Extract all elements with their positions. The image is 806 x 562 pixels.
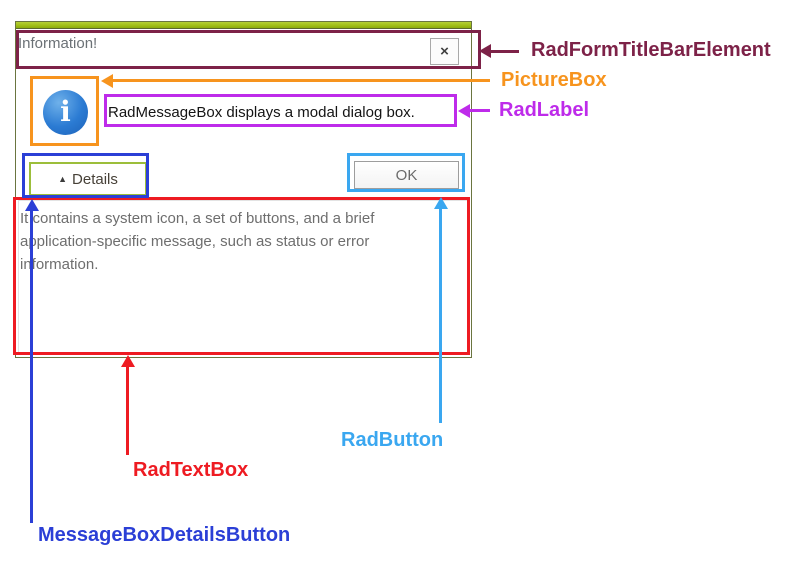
message-label: RadMessageBox displays a modal dialog bo…	[108, 104, 415, 121]
arrow-head-titlebar-icon	[479, 44, 491, 58]
arrow-line-picturebox	[112, 79, 490, 82]
textbox-line: It contains a system icon, a set of butt…	[20, 210, 375, 227]
annotation-box-radlabel	[104, 94, 457, 127]
arrow-line-radlabel	[469, 109, 490, 112]
arrow-head-radlabel-icon	[458, 104, 470, 118]
ok-button[interactable]: OK	[354, 161, 459, 189]
form-top-border	[16, 22, 471, 29]
annotation-box-detailsbutton	[22, 153, 149, 198]
arrow-line-detailsbutton	[30, 210, 33, 523]
window-title: Information!	[18, 35, 98, 52]
annotation-label-picturebox: PictureBox	[501, 69, 607, 91]
annotation-label-radlabel: RadLabel	[499, 99, 590, 121]
details-textbox[interactable]: It contains a system icon, a set of butt…	[18, 200, 469, 354]
close-button[interactable]: ×	[430, 38, 459, 65]
annotation-label-radbutton: RadButton	[341, 429, 444, 451]
annotation-label-detailsbutton: MessageBoxDetailsButton	[38, 524, 291, 546]
textbox-line: information.	[20, 256, 99, 273]
arrow-line-titlebar	[490, 50, 519, 53]
arrow-line-radtextbox	[126, 366, 129, 455]
textbox-line: application-specific message, such as st…	[20, 233, 370, 250]
arrow-line-radbutton	[439, 208, 442, 423]
arrow-head-radtextbox-icon	[121, 355, 135, 367]
info-icon: i	[43, 90, 88, 135]
annotation-box-okbutton	[347, 153, 465, 192]
annotation-box-picturebox	[30, 76, 99, 146]
annotation-box-radtextbox	[13, 197, 470, 355]
collapse-arrow-icon: ▲	[58, 174, 68, 184]
arrow-head-picturebox-icon	[101, 74, 113, 88]
details-textbox-text: It contains a system icon, a set of butt…	[20, 207, 374, 276]
info-icon-glyph: i	[60, 94, 71, 128]
annotation-label-radtextbox: RadTextBox	[133, 459, 249, 481]
annotation-box-titlebar	[16, 30, 481, 69]
annotation-label-titlebar: RadFormTitleBarElement	[531, 39, 771, 61]
details-button-label: Details	[72, 170, 118, 188]
arrow-head-radbutton-icon	[434, 197, 448, 209]
close-icon: ×	[440, 43, 449, 60]
arrow-head-detailsbutton-icon	[25, 199, 39, 211]
